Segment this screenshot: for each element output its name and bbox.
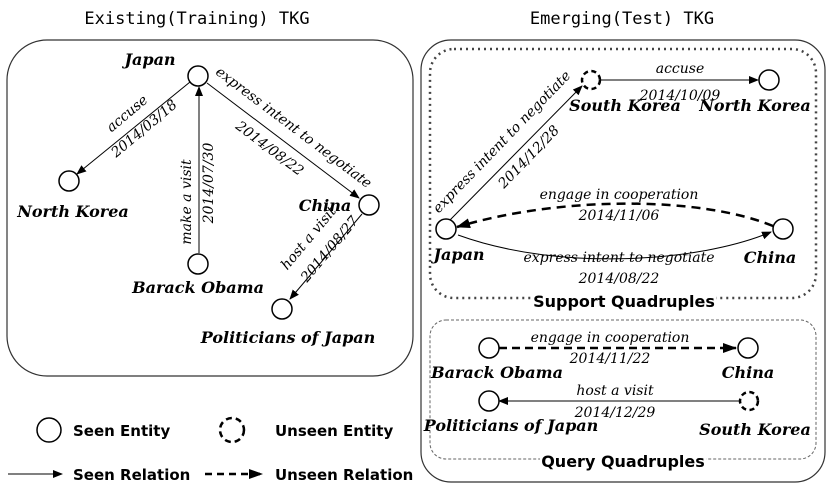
node-japan-right xyxy=(435,218,457,240)
date-20140822-right: 2014/08/22 xyxy=(578,271,660,287)
legend-unseen-entity-icon xyxy=(218,416,246,444)
edge-japan-negotiate-china xyxy=(206,82,360,199)
label-engage-cooperation-support: engage in cooperation xyxy=(540,187,699,203)
entity-china-query: China xyxy=(722,363,774,382)
entity-north-korea-left: North Korea xyxy=(16,202,129,221)
edge-china-cooperation-japan xyxy=(456,202,774,229)
node-politicians-left xyxy=(271,298,293,320)
entity-south-korea-support: South Korea xyxy=(569,96,681,115)
entity-japan-left: Japan xyxy=(121,50,175,69)
entity-politicians-query: Politicians of Japan xyxy=(423,416,599,435)
test-tkg-panel xyxy=(420,39,826,483)
entity-politicians-left: Politicians of Japan xyxy=(200,328,376,347)
legend-seen-entity-label: Seen Entity xyxy=(73,422,170,440)
legend-seen-relation-label: Seen Relation xyxy=(73,466,190,484)
left-title: Existing(Training) TKG xyxy=(84,9,309,29)
entity-japan-right: Japan xyxy=(430,245,484,264)
node-south-korea-support xyxy=(580,69,602,91)
legend-unseen-entity-label: Unseen Entity xyxy=(275,422,393,440)
support-quadruples-label: Support Quadruples xyxy=(533,292,715,311)
entity-south-korea-query: South Korea xyxy=(699,420,811,439)
label-accuse-right: accuse xyxy=(656,61,705,77)
date-20141229: 2014/12/29 xyxy=(574,405,656,421)
node-south-korea-query xyxy=(738,390,760,412)
entity-china-right: China xyxy=(744,248,796,267)
query-label-bg xyxy=(540,452,706,472)
edge-japan-negotiate-south-korea xyxy=(449,85,583,221)
entity-china-left: China xyxy=(299,196,351,215)
date-20141106: 2014/11/06 xyxy=(578,208,660,224)
node-north-korea-left xyxy=(58,170,80,192)
query-quadruples-label: Query Quadruples xyxy=(541,452,705,471)
node-china-left xyxy=(358,194,380,216)
entity-north-korea-right: North Korea xyxy=(698,96,811,115)
label-express-intent-right-curve: express intent to negotiate xyxy=(524,250,715,266)
entity-barack-obama-query: Barack Obama xyxy=(430,363,563,382)
right-title: Emerging(Test) TKG xyxy=(530,9,714,29)
edge-china-host-politicians xyxy=(289,213,363,300)
entity-barack-obama-left: Barack Obama xyxy=(131,278,264,297)
edge-japan-negotiate-china-right xyxy=(457,231,772,260)
node-china-right xyxy=(772,218,794,240)
node-japan-left xyxy=(187,65,209,87)
label-make-a-visit: make a visit xyxy=(179,159,195,245)
date-20141122: 2014/11/22 xyxy=(569,351,651,367)
node-barack-obama-query xyxy=(478,337,500,359)
legend-seen-entity-icon xyxy=(36,417,62,443)
node-china-query xyxy=(737,337,759,359)
training-tkg-panel xyxy=(6,39,414,377)
label-engage-cooperation-query: engage in cooperation xyxy=(531,330,690,346)
node-barack-obama-left xyxy=(187,253,209,275)
support-quadruples-box xyxy=(428,47,818,300)
date-20140730: 2014/07/30 xyxy=(201,143,217,225)
edge-japan-accuse-north-korea xyxy=(76,81,191,175)
node-north-korea-right xyxy=(758,69,780,91)
date-20141009: 2014/10/09 xyxy=(639,88,721,104)
node-politicians-query xyxy=(478,390,500,412)
label-host-a-visit-query: host a visit xyxy=(576,383,654,399)
support-label-bg xyxy=(532,291,716,311)
legend-unseen-relation-label: Unseen Relation xyxy=(275,466,413,484)
